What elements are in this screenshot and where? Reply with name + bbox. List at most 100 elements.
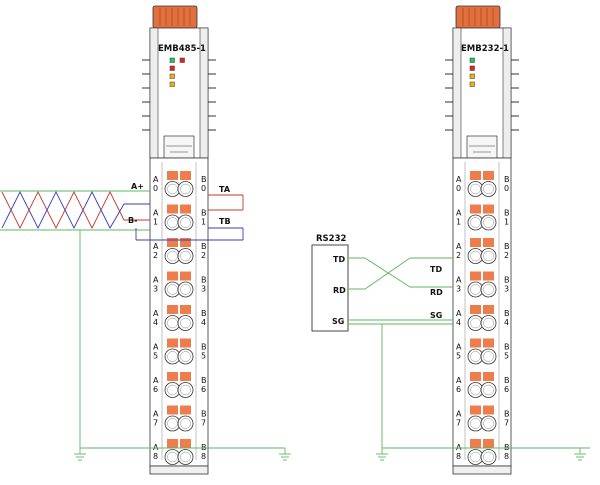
pin-label-letter: A (456, 276, 462, 285)
pin-label-letter: B (201, 410, 207, 419)
pin-label-letter: B (504, 276, 510, 285)
terminal-release-tab (470, 305, 481, 314)
terminal-hole (177, 382, 194, 398)
terminal-release-tab (180, 439, 191, 448)
terminal-release-tab (470, 405, 481, 415)
terminal-release-tab (180, 372, 191, 381)
terminal-hole (177, 415, 194, 432)
pin-label-number: 3 (504, 285, 509, 294)
terminal-hole (177, 348, 194, 365)
pin-label-letter: A (456, 209, 462, 218)
module-1-led-5 (169, 81, 175, 87)
pin-label-number: 8 (153, 452, 158, 461)
pin-label-number: 5 (456, 352, 461, 361)
rs232-module-td: TD (430, 265, 442, 274)
pin-label-letter: A (456, 343, 462, 352)
pin-label-number: 5 (153, 352, 158, 361)
pin-label-number: 8 (504, 452, 509, 461)
module-2-led-4 (469, 81, 475, 87)
terminal-release-tab (180, 238, 191, 247)
rs485-wiring: A+ B- TA TB (0, 182, 291, 461)
pin-label-letter: A (456, 242, 462, 251)
pin-label-number: 3 (153, 285, 158, 294)
rs485-a-label: A+ (131, 182, 144, 191)
pin-label-number: 7 (153, 419, 158, 428)
terminal-release-tab (167, 171, 178, 180)
rs232-module-rd: RD (430, 288, 443, 297)
terminal-release-tab (483, 372, 494, 381)
rs485-b-label: B- (128, 216, 137, 225)
pin-label-number: 3 (456, 285, 461, 294)
pin-label-number: 7 (201, 419, 206, 428)
module-emb232: EMB232-1 A0B0A1B1A2B2A3B3A4B4A5B5A6B6A7B… (445, 5, 519, 475)
terminal-hole (177, 248, 194, 264)
ground-symbol (376, 448, 388, 461)
module-2-led-3 (469, 73, 475, 79)
pin-label-number: 2 (504, 251, 509, 260)
pin-label-letter: A (456, 410, 462, 419)
rs232-wiring: RS232 TD RD SG TD RD SG (311, 234, 590, 461)
pin-label-number: 0 (456, 184, 461, 193)
terminal-release-tab (180, 305, 191, 314)
module-2-led-1 (469, 57, 475, 63)
module-1-led-1 (169, 57, 175, 63)
terminal-release-tab (470, 338, 481, 348)
pin-label-letter: B (504, 343, 510, 352)
pin-label-number: 0 (153, 184, 158, 193)
module-2-terminal-block (452, 157, 512, 467)
pin-label-letter: A (153, 276, 159, 285)
pin-label-letter: B (504, 309, 510, 318)
terminal-release-tab (167, 405, 178, 415)
pin-label-letter: A (456, 309, 462, 318)
terminal-hole (177, 181, 194, 197)
rs232-device-td: TD (333, 255, 345, 264)
terminal-hole (177, 214, 194, 231)
terminal-release-tab (483, 305, 494, 314)
terminal-release-tab (180, 171, 191, 180)
pin-label-letter: B (504, 209, 510, 218)
pin-label-number: 7 (504, 419, 509, 428)
pin-label-letter: A (153, 343, 159, 352)
terminal-release-tab (180, 338, 191, 348)
rs232-module-sg: SG (430, 311, 442, 320)
rs485-ta-label: TA (219, 185, 231, 194)
pin-label-number: 6 (201, 385, 206, 394)
pin-label-number: 4 (504, 318, 509, 327)
terminal-hole (480, 348, 497, 365)
pin-label-letter: A (456, 376, 462, 385)
terminal-release-tab (167, 439, 178, 448)
terminal-hole (480, 449, 497, 465)
pin-label-number: 5 (504, 352, 509, 361)
pin-label-letter: A (153, 175, 159, 184)
terminal-release-tab (470, 171, 481, 180)
pin-label-letter: B (504, 376, 510, 385)
terminal-hole (177, 315, 194, 331)
terminal-release-tab (167, 372, 178, 381)
pin-label-number: 8 (201, 452, 206, 461)
rs232-title: RS232 (316, 234, 346, 244)
module-1-led-3 (169, 65, 175, 71)
terminal-hole (177, 281, 194, 298)
terminal-release-tab (483, 338, 494, 348)
pin-label-number: 8 (456, 452, 461, 461)
ground-symbol (279, 448, 291, 461)
pin-label-letter: B (201, 376, 207, 385)
terminal-release-tab (470, 439, 481, 448)
terminal-hole (480, 214, 497, 231)
module-1-cap (152, 5, 198, 29)
terminal-release-tab (483, 439, 494, 448)
pin-label-number: 4 (153, 318, 158, 327)
pin-label-letter: B (201, 276, 207, 285)
pin-label-number: 1 (504, 218, 509, 227)
terminal-hole (480, 281, 497, 298)
terminal-release-tab (167, 238, 178, 247)
terminal-release-tab (483, 405, 494, 415)
pin-label-number: 2 (201, 251, 206, 260)
rs232-device-rd: RD (333, 286, 346, 295)
terminal-hole (480, 315, 497, 331)
terminal-hole (480, 248, 497, 264)
terminal-hole (480, 415, 497, 432)
terminal-release-tab (470, 238, 481, 247)
